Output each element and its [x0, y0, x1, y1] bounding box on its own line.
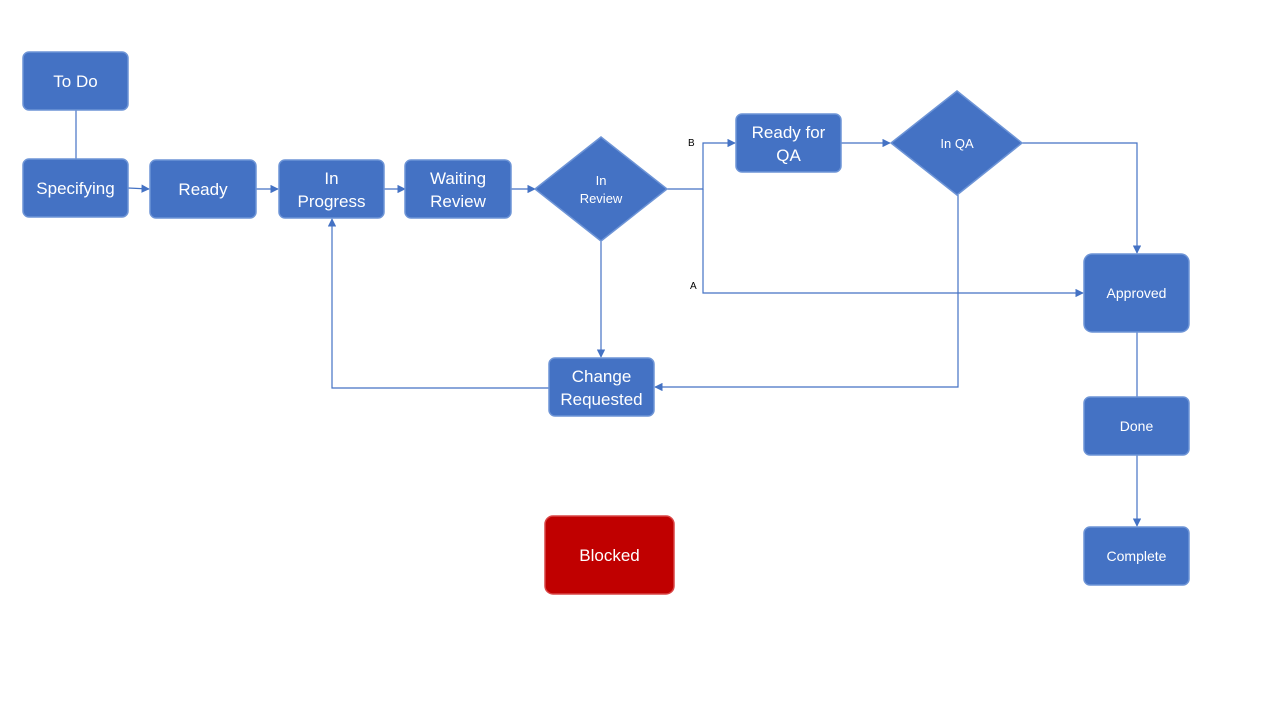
node-ready-label: Ready — [178, 180, 228, 199]
node-change-requested-label-line2: Requested — [560, 390, 642, 409]
node-ready[interactable]: Ready — [149, 159, 257, 219]
node-ready-for-qa-label-line1: Ready for — [752, 123, 826, 142]
node-approved[interactable]: Approved — [1083, 253, 1190, 333]
connector-in-qa-approved — [1022, 142, 1142, 254]
node-ready-for-qa-label-line2: QA — [776, 146, 801, 165]
connectors — [75, 110, 1142, 527]
edge-label-b: B — [688, 138, 695, 149]
node-in-review-label-line2: Review — [580, 191, 623, 206]
node-to-do-label: To Do — [53, 72, 97, 91]
node-waiting-review[interactable]: Waiting Review — [404, 159, 512, 219]
node-change-requested-label-line1: Change — [572, 367, 632, 386]
node-blocked[interactable]: Blocked — [544, 515, 675, 595]
connector-in-review-ready-for-qa — [667, 138, 736, 190]
node-in-qa[interactable]: In QA — [889, 90, 1024, 196]
node-done-label: Done — [1120, 418, 1154, 434]
node-in-review-label-line1: In — [596, 173, 607, 188]
node-in-progress-label-line1: In — [324, 169, 338, 188]
edge-label-a: A — [690, 281, 697, 292]
node-in-progress-label-line2: Progress — [297, 192, 365, 211]
node-ready-for-qa[interactable]: Ready for QA — [735, 113, 842, 173]
node-to-do[interactable]: To Do — [22, 51, 129, 111]
node-specifying[interactable]: Specifying — [22, 158, 129, 218]
node-blocked-label: Blocked — [579, 546, 639, 565]
connector-change-requested-in-progress — [327, 218, 549, 389]
connector-in-review-approved — [702, 189, 1084, 298]
node-in-review[interactable]: In Review — [533, 136, 669, 242]
node-done[interactable]: Done — [1083, 396, 1190, 456]
node-change-requested[interactable]: Change Requested — [548, 357, 655, 417]
node-complete[interactable]: Complete — [1083, 526, 1190, 586]
connector-specifying-ready — [127, 184, 150, 193]
node-in-qa-label: In QA — [940, 136, 974, 151]
connector-in-qa-change-requested — [654, 195, 959, 392]
node-complete-label: Complete — [1107, 548, 1167, 564]
node-approved-label: Approved — [1107, 285, 1167, 301]
node-waiting-review-label-line1: Waiting — [430, 169, 486, 188]
node-in-progress[interactable]: In Progress — [278, 159, 385, 219]
node-specifying-label: Specifying — [36, 179, 114, 198]
node-waiting-review-label-line2: Review — [430, 192, 486, 211]
